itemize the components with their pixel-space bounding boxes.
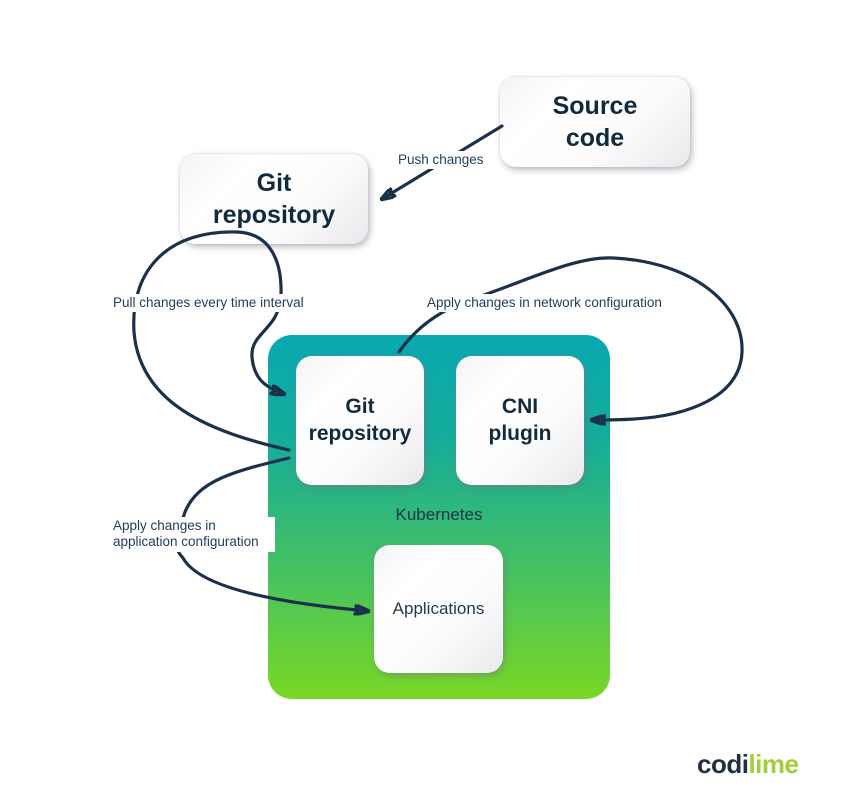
source-code-label-line1: Source	[552, 92, 638, 120]
kubernetes-label: Kubernetes	[395, 505, 483, 524]
pull-changes-arrow	[132, 230, 291, 452]
git-repository-internal-label-line2: repository	[308, 421, 412, 445]
cni-plugin-node: CNI plugin	[456, 356, 584, 485]
git-repository-external-node: Git repository	[180, 154, 368, 244]
applications-label: Applications	[392, 599, 485, 618]
git-repository-internal-node: Git repository	[296, 356, 424, 485]
git-repository-internal-label-line1: Git	[345, 394, 375, 418]
git-repository-external-label-line1: Git	[256, 169, 292, 197]
codilime-logo-lime-part: lime	[748, 749, 799, 779]
network-config-label: Apply changes in network configuration	[424, 294, 665, 313]
pull-changes-label: Pull changes every time interval	[110, 294, 307, 313]
applications-node: Applications	[374, 545, 503, 673]
source-code-label-line2: code	[565, 124, 625, 152]
codilime-logo: codilime	[697, 749, 799, 780]
git-repository-external-label-line2: repository	[212, 201, 336, 229]
cni-plugin-label-line2: plugin	[488, 421, 552, 445]
cni-plugin-label-line1: CNI	[501, 394, 539, 418]
codilime-logo-dark-part: codi	[697, 749, 749, 779]
push-changes-label: Push changes	[395, 151, 487, 170]
app-config-label-line1: Apply changes in	[113, 518, 216, 533]
source-code-node: Source code	[500, 77, 690, 167]
app-config-label: Apply changes in application configurati…	[110, 517, 275, 552]
app-config-label-line2: application configuration	[113, 534, 259, 550]
